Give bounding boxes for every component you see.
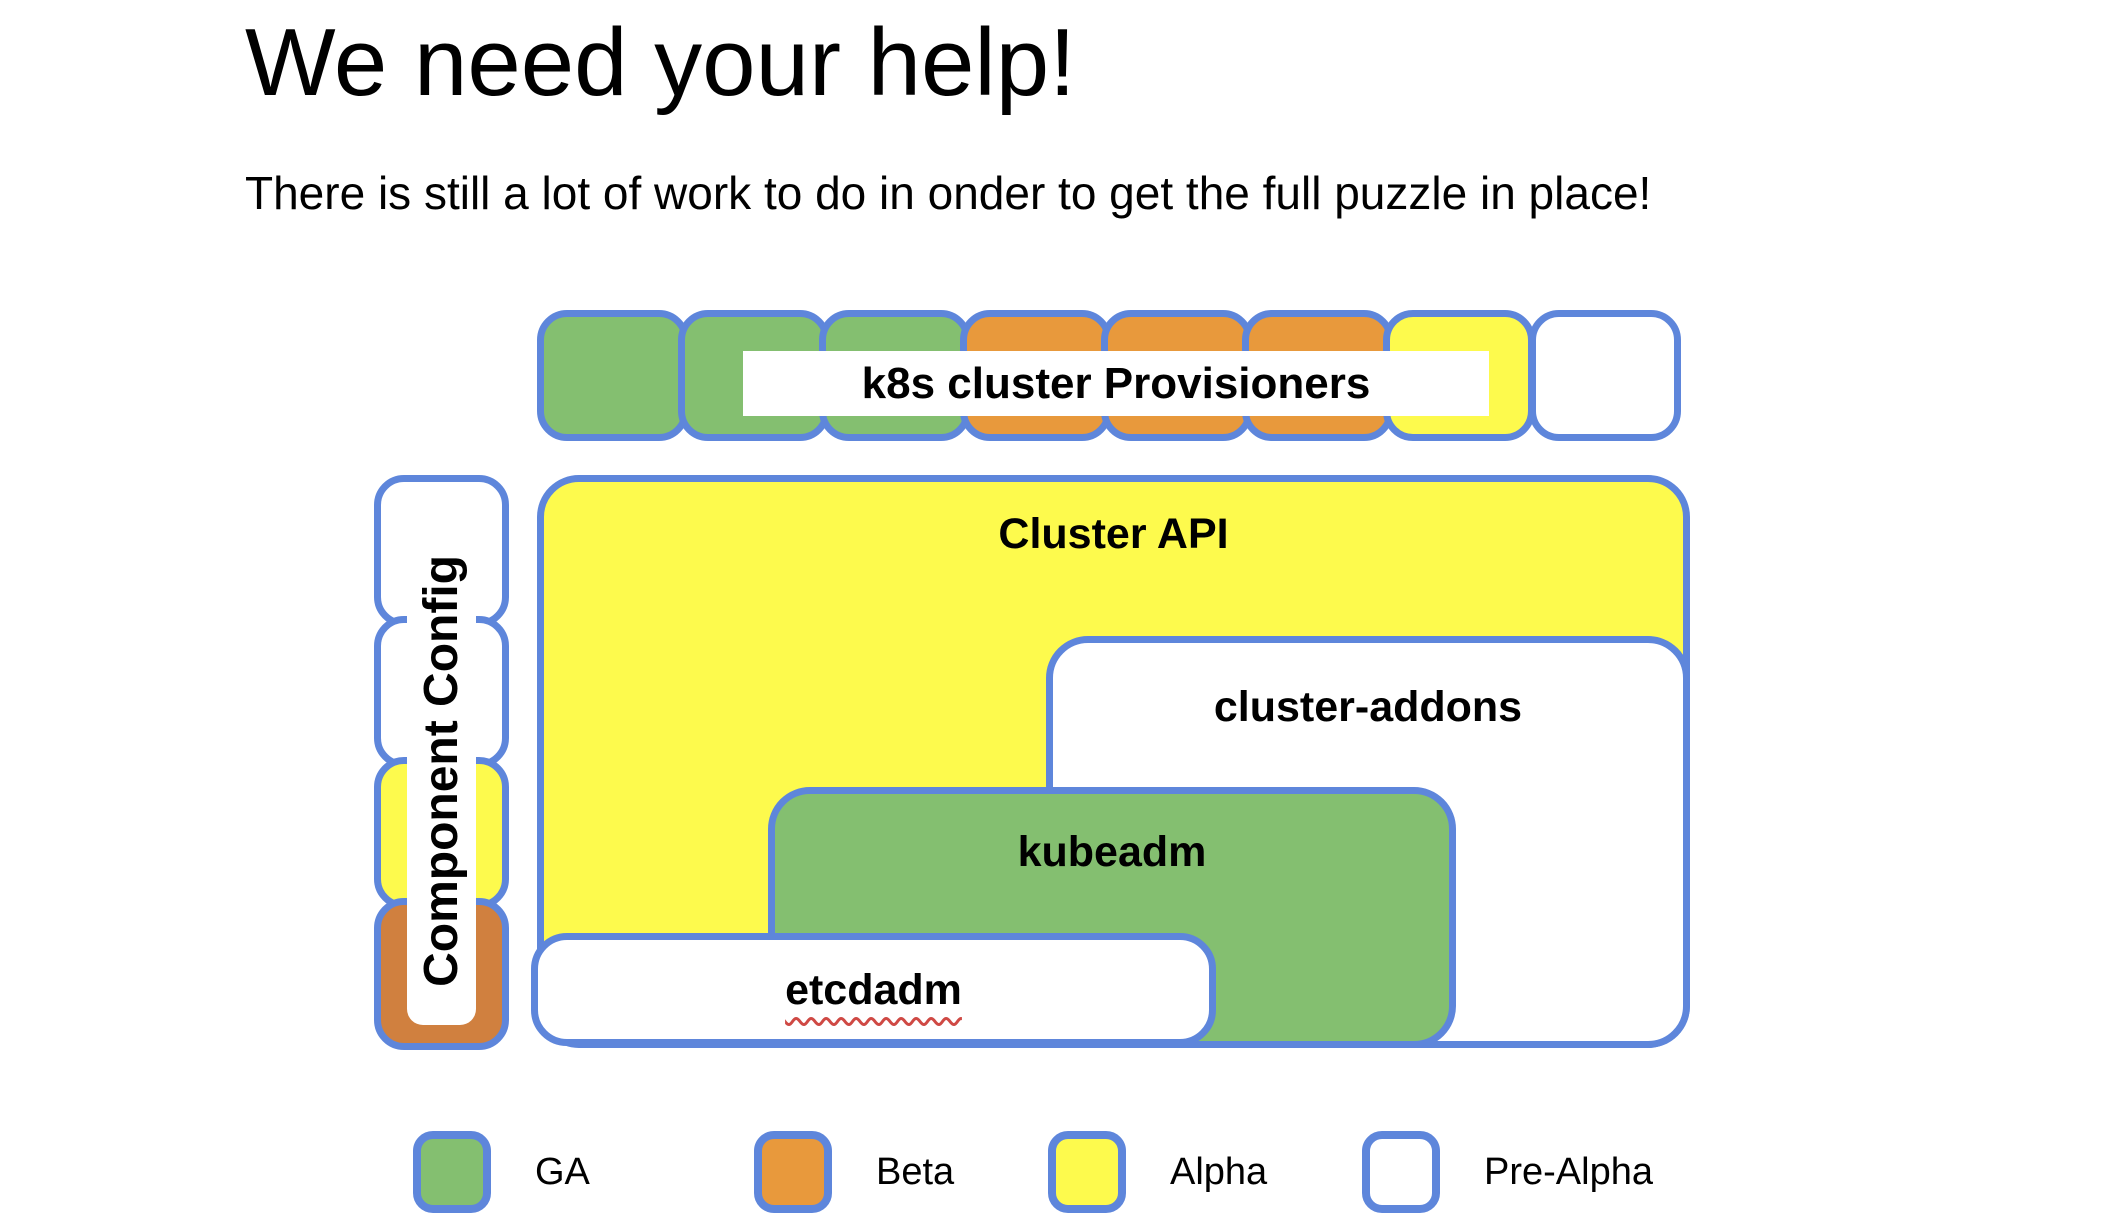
component-config-labelbar: Component Config (407, 516, 476, 1025)
slide-title: We need your help! (245, 9, 1076, 116)
kubeadm-label: kubeadm (1017, 828, 1207, 876)
legend-item-beta: Beta (754, 1131, 954, 1213)
legend-item-alpha: Alpha (1048, 1131, 1267, 1213)
legend-label-alpha: Alpha (1170, 1150, 1268, 1193)
slide-subtitle: There is still a lot of work to do in on… (245, 167, 1652, 219)
legend-item-ga: GA (413, 1131, 590, 1213)
provisioners-label: k8s cluster Provisioners (743, 351, 1489, 416)
legend-label-pre-alpha: Pre-Alpha (1484, 1150, 1653, 1193)
provisioner-piece (537, 310, 689, 441)
legend-chip-alpha (1048, 1131, 1126, 1213)
legend-label-beta: Beta (876, 1150, 955, 1193)
legend-chip-ga (413, 1131, 491, 1213)
legend-label-ga: GA (535, 1150, 590, 1193)
legend-chip-pre-alpha (1362, 1131, 1440, 1213)
legend-item-pre-alpha: Pre-Alpha (1362, 1131, 1653, 1213)
etcdadm-label-text: etcdadm (785, 966, 962, 1014)
provisioner-piece (1529, 310, 1681, 441)
cluster-addons-label: cluster-addons (1213, 683, 1523, 731)
etcdadm-label: etcdadm (538, 966, 1209, 1015)
etcdadm-box: etcdadm (531, 933, 1216, 1046)
component-config-label: Component Config (415, 554, 468, 987)
legend-chip-beta (754, 1131, 832, 1213)
cluster-api-label: Cluster API (998, 510, 1229, 558)
